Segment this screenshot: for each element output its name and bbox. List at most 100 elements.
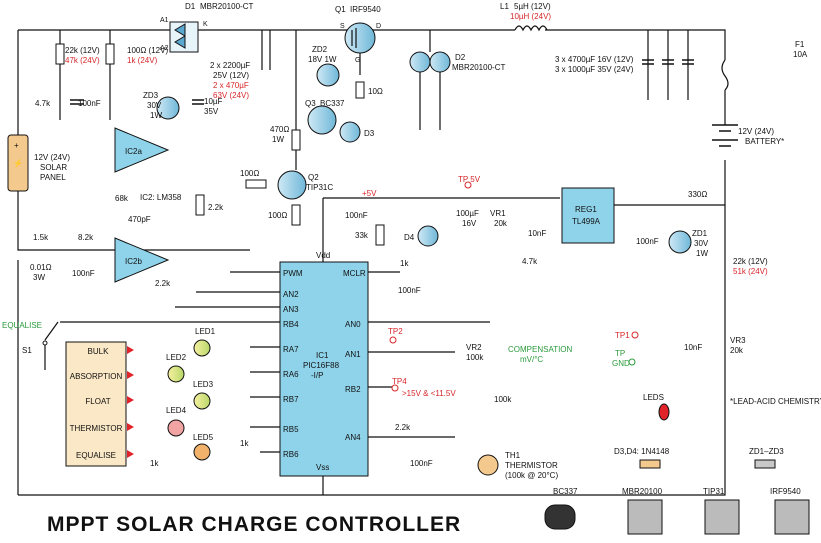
ic1-name: IC1 <box>316 351 329 360</box>
pinout-mbr: MBR20100 <box>622 487 663 496</box>
solar-panel: + ⚡ 12V (24V) SOLAR PANEL <box>7 134 70 192</box>
equalise-switch: EQUALISE S1 <box>2 321 59 370</box>
r330-value: 330Ω <box>688 190 707 199</box>
zd2-rating: 18V 1W <box>308 55 337 64</box>
zd3-name: ZD3 <box>143 91 159 100</box>
note: *LEAD-ACID CHEMISTRY <box>730 397 821 406</box>
ic1-microcontroller: Vdd Vss PWM AN2 AN3 RB4 RA7 RA6 RB7 RB5 … <box>60 198 490 495</box>
tp2-label: TP2 <box>388 327 403 336</box>
r4k7a-value: 4.7k <box>35 99 51 108</box>
pinout-tip31: TIP31 <box>703 487 725 496</box>
svg-text:K: K <box>203 21 208 28</box>
c10nf-b-value: 10nF <box>684 343 702 352</box>
ic2a-label: IC2a <box>125 147 142 156</box>
d4-name: D4 <box>404 233 415 242</box>
th1-name: TH1 <box>505 451 521 460</box>
q3-part: BC337 <box>320 99 345 108</box>
vr3-value: 20k <box>730 346 744 355</box>
c10nf-value: 10nF <box>528 229 546 238</box>
pinout-bc337: BC337 <box>553 487 578 496</box>
zd1-w: 1W <box>696 249 708 258</box>
d2-diode: D2 MBR20100-CT <box>409 30 505 130</box>
status-bulk-label: BULK <box>88 347 110 356</box>
led5-label: LED5 <box>193 433 214 442</box>
svg-text:G: G <box>355 57 360 64</box>
l1-name: L1 <box>500 2 509 11</box>
top-left-resistors: 22k (12V) 47k (24V) 100Ω (12V) 1k (24V) … <box>35 30 168 120</box>
tp4-window: >15V & <11.5V <box>402 389 456 398</box>
s1-label: S1 <box>22 346 32 355</box>
r1ka-value: 1k <box>400 259 409 268</box>
status-panel: BULK ABSORPTION FLOAT THERMISTOR EQUALIS… <box>65 341 159 468</box>
q1-name: Q1 <box>335 5 346 14</box>
solar-voltage: 12V (24V) <box>34 153 70 162</box>
ic1-rb5: RB5 <box>283 425 299 434</box>
f1-rating: 10A <box>793 50 808 59</box>
ic2a-opamp: IC2a IC2: LM358 2.2k <box>114 127 224 216</box>
th1-spec: (100k @ 20°C) <box>505 471 558 480</box>
status-equalise: EQUALISE <box>76 450 134 460</box>
comp-unit: mV/°C <box>520 355 543 364</box>
d2-part: MBR20100-CT <box>452 63 505 72</box>
ic1-mclr: MCLR <box>343 269 366 278</box>
solar-label-2: PANEL <box>40 173 66 182</box>
d1-part: MBR20100-CT <box>200 2 253 11</box>
d2-name: D2 <box>455 53 466 62</box>
vr1-name: VR1 <box>490 209 506 218</box>
ic1-rb6: RB6 <box>283 450 299 459</box>
solar-label: SOLAR <box>40 163 67 172</box>
svg-text:D: D <box>376 23 381 30</box>
status-thermistor: THERMISTOR <box>70 423 134 433</box>
led2-label: LED2 <box>166 353 187 362</box>
q1-part: IRF9540 <box>350 5 381 14</box>
r100-12v: 100Ω (12V) <box>127 46 168 55</box>
net-5v: +5V <box>362 189 377 198</box>
c2200-value: 2 x 2200µF <box>210 61 250 70</box>
ic1-rb7: RB7 <box>283 395 299 404</box>
r2k2c-value: 2.2k <box>395 423 411 432</box>
c100nf-f-value: 100nF <box>410 459 433 468</box>
r470-power: 1W <box>272 135 284 144</box>
pinout-legend: LEDS *LEAD-ACID CHEMISTRY D3,D4: 1N4148 … <box>544 393 821 535</box>
ic1-an2: AN2 <box>283 290 299 299</box>
ic1-suffix: -I/P <box>311 371 323 380</box>
tp-gnd-2: GND <box>612 359 630 368</box>
ic1-part: PIC16F88 <box>303 361 340 370</box>
c100u16-voltage: 16V <box>462 219 477 228</box>
tp-gnd-1: TP <box>615 349 625 358</box>
r2k2a-value: 2.2k <box>208 203 224 212</box>
ic1-ra7: RA7 <box>283 345 299 354</box>
status-bulk: BULK <box>88 346 134 356</box>
r22kb-24v: 51k (24V) <box>733 267 768 276</box>
ic1-an3: AN3 <box>283 305 299 314</box>
supply-5v: +5V TP 5V 100nF 33k 1k 100nF D4 100µF 16… <box>323 175 560 295</box>
c10uf-value: 10µF <box>204 97 223 106</box>
status-float: FLOAT <box>85 396 134 406</box>
ic1-an1: AN1 <box>345 350 361 359</box>
l1-12v: 5µH (12V) <box>514 2 551 11</box>
ic1-rb4: RB4 <box>283 320 299 329</box>
output-caps: 3 x 4700µF 16V (12V) 3 x 1000µF 35V (24V… <box>555 30 694 100</box>
c470p-value: 470pF <box>128 215 151 224</box>
ic1-an0: AN0 <box>345 320 361 329</box>
status-absorption: ABSORPTION <box>70 371 134 381</box>
led4-label: LED4 <box>166 406 187 415</box>
r8k2-value: 8.2k <box>78 233 94 242</box>
gate-driver: ZD2 18V 1W 10Ω Q3 BC337 D3 470Ω 1W <box>270 30 383 170</box>
zd3-zener: ZD3 30V 1W 10µF 35V <box>143 91 223 120</box>
status-leds: LED1 LED2 LED3 LED4 LED5 1k <box>166 327 249 461</box>
vr2-value: 100k <box>466 353 484 362</box>
diagram-title: MPPT SOLAR CHARGE CONTROLLER <box>47 513 461 536</box>
ic1-vss: Vss <box>316 463 329 472</box>
d1-name: D1 <box>185 2 196 11</box>
r100q2e-value: 100Ω <box>268 211 287 220</box>
ic2b-opamp: IC2b 68k 470pF 1.5k 8.2k 0.01Ω 3W 100nF … <box>30 194 171 288</box>
c100nf-b-value: 100nF <box>72 269 95 278</box>
c100nf-a-value: 100nF <box>78 99 101 108</box>
q3-name: Q3 <box>305 99 316 108</box>
c2200-12v: 25V (12V) <box>213 71 249 80</box>
pinout-diode: D3,D4: 1N4148 <box>614 447 670 456</box>
